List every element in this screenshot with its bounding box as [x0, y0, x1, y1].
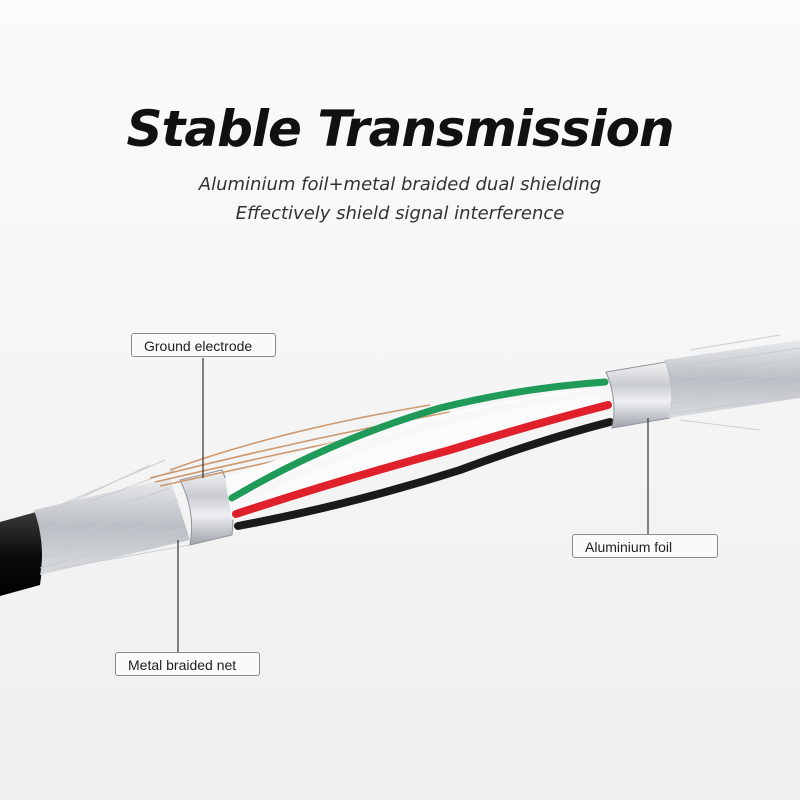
subtitle-line-1: Aluminium foil+metal braided dual shield…	[198, 174, 602, 195]
aluminium-foil-label: Aluminium foil	[572, 534, 718, 558]
white-wire	[231, 388, 610, 508]
inner-white-sheath	[225, 388, 602, 520]
headline: Stable Transmission	[126, 100, 674, 158]
left-braid-strands	[39, 459, 191, 571]
left-braid-shield	[34, 478, 190, 575]
metal-braided-net-label: Metal braided net	[115, 652, 260, 676]
ground-electrode-label: Ground electrode	[131, 333, 276, 357]
right-foil-collar	[605, 361, 673, 429]
right-braid-shield	[664, 340, 800, 418]
red-wire	[232, 401, 612, 518]
green-wire	[228, 378, 609, 502]
cable-jacket	[0, 512, 43, 596]
black-wire	[234, 418, 614, 530]
subtitle-line-2: Effectively shield signal interference	[235, 203, 565, 224]
right-braid-strands	[667, 334, 800, 431]
